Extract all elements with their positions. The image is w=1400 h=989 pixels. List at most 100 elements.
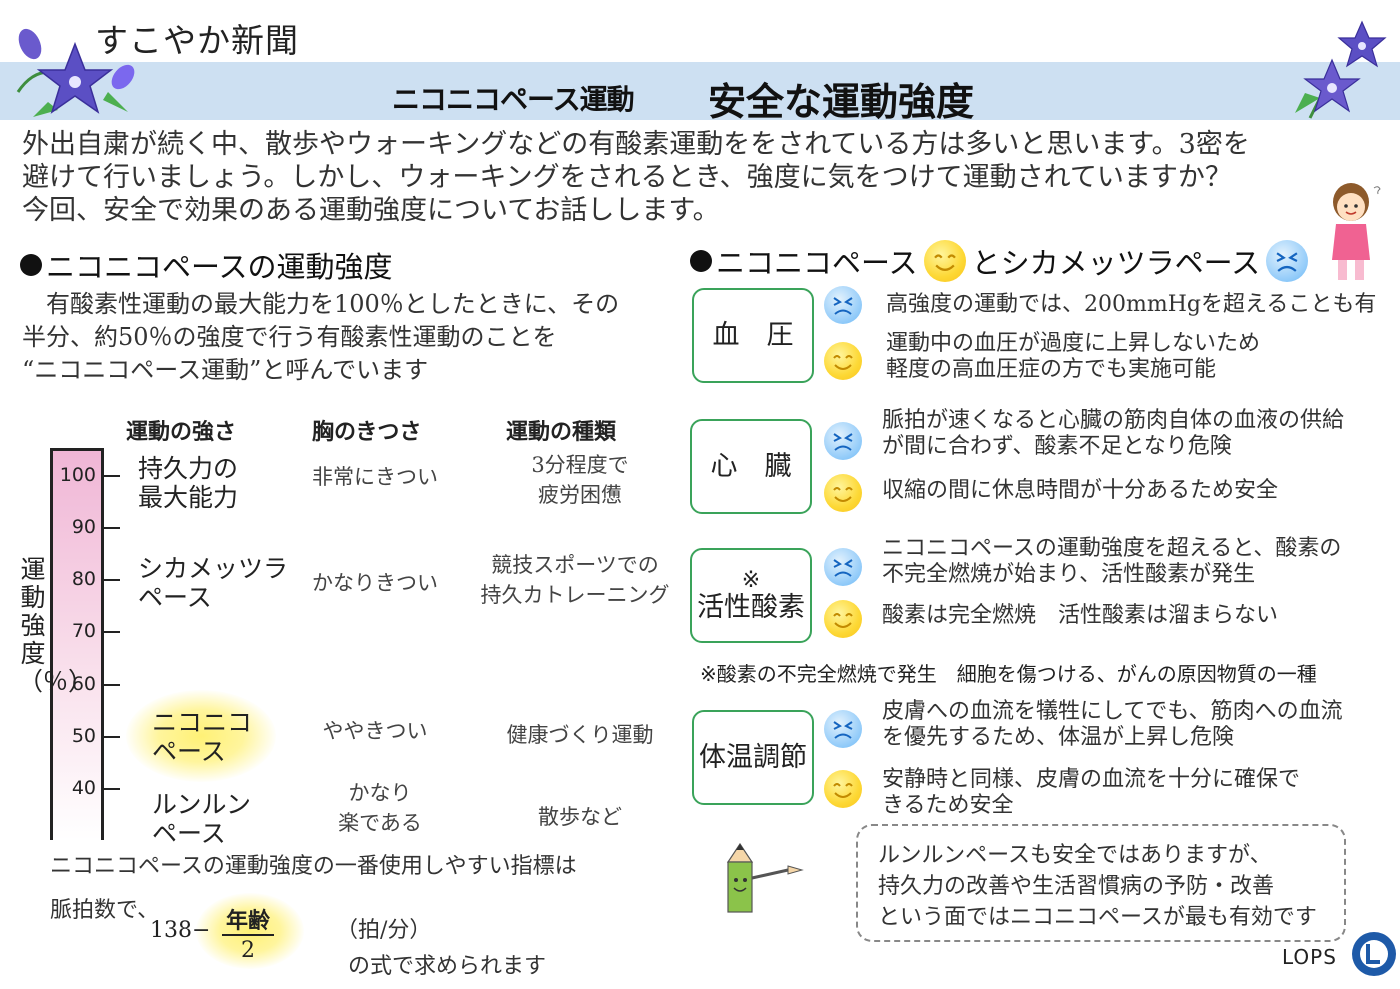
exercise-line: 健康づくり運動 bbox=[506, 723, 654, 747]
tick-label: 100 bbox=[59, 464, 96, 486]
smile-description: 収縮の間に休息時間が十分あるため安全 bbox=[882, 478, 1278, 504]
strain-face-icon bbox=[824, 422, 862, 460]
category-label: 心 臓 bbox=[710, 450, 792, 482]
bullet-dot bbox=[20, 254, 42, 276]
left-heading-text: ニコニコペースの運動強度 bbox=[46, 250, 393, 284]
left-description: 有酸素性運動の最大能力を100％としたときに、その 半分、約50％の強度で行う有… bbox=[22, 288, 682, 387]
exercise-cell: 競技スポーツでの 持久カトレーニング bbox=[470, 550, 680, 610]
exercise-cell: 3分程度で 疲労困憊 bbox=[480, 450, 680, 510]
description-line: 収縮の間に休息時間が十分あるため安全 bbox=[882, 478, 1279, 503]
exercise-cell: 健康づくり運動 bbox=[480, 720, 680, 750]
tick-label: 90 bbox=[71, 516, 96, 538]
strain-face-icon bbox=[824, 548, 862, 586]
category-label-mark: ※ bbox=[741, 567, 761, 593]
strain-description: 脈拍が速くなると心臓の筋肉自体の血液の供給 が間に合わず、酸素不足となり危険 bbox=[882, 408, 1344, 460]
column-header-pace: 運動の強さ bbox=[126, 420, 237, 445]
description-line: 酸素は完全燃焼 活性酸素は溜まらない bbox=[882, 603, 1279, 628]
y-axis-label: 運動強度（％） bbox=[18, 555, 93, 696]
category-label: 血 圧 bbox=[712, 319, 794, 351]
left-description-line: 半分、約50％の強度で行う有酸素性運動のことを bbox=[22, 323, 557, 351]
tick-label: 50 bbox=[71, 725, 96, 747]
tick-mark bbox=[104, 684, 120, 686]
pace-label-line: 持久力の bbox=[138, 454, 239, 483]
pace-label-line: ルンルン bbox=[152, 790, 252, 819]
pace-label-line: 最大能力 bbox=[138, 483, 239, 512]
column-header-exercise: 運動の種類 bbox=[506, 420, 617, 445]
formula-fraction-line bbox=[222, 934, 274, 936]
tick-mark bbox=[104, 475, 120, 477]
description-line: が間に合わず、酸素不足となり危険 bbox=[882, 434, 1232, 459]
feeling-cell: かなり 楽である bbox=[305, 778, 455, 838]
right-heading-a: ニコニコペース bbox=[716, 246, 918, 280]
category-box-active-oxygen: ※ 活性酸素 bbox=[690, 548, 812, 643]
lops-logo-icon bbox=[1352, 932, 1396, 976]
tick-label: 60 bbox=[71, 673, 96, 695]
formula-intro: ニコニコペースの運動強度の一番使用しやすい指標は bbox=[50, 854, 577, 879]
smile-face-icon bbox=[824, 600, 862, 638]
description-line: を優先するため、体温が上昇し危険 bbox=[882, 725, 1235, 750]
page-title: 安全な運動強度 bbox=[708, 80, 975, 124]
note-line: ルンルンペースも安全ではありますが、 bbox=[878, 843, 1272, 868]
description-line: 運動中の血圧が過度に上昇しないため bbox=[886, 331, 1261, 356]
tick-label: 80 bbox=[71, 568, 96, 590]
smile-description: 酸素は完全燃焼 活性酸素は溜まらない bbox=[882, 603, 1278, 629]
description-line: ニコニコペースの運動強度を超えると、酸素の bbox=[882, 536, 1342, 561]
newspaper-name: すこやか新聞 bbox=[95, 21, 299, 60]
description-line: 皮膚への血流を犠牲にしてでも、筋肉への血流 bbox=[882, 699, 1343, 724]
left-description-line: 有酸素性運動の最大能力を100％としたときに、その bbox=[22, 290, 620, 318]
formula-denominator: 2 bbox=[241, 938, 255, 963]
smile-description: 運動中の血圧が過度に上昇しないため 軽度の高血圧症の方でも実施可能 bbox=[886, 331, 1260, 383]
feeling-line: ややきつい bbox=[322, 719, 428, 743]
description-line: 軽度の高血圧症の方でも実施可能 bbox=[886, 357, 1217, 382]
smile-face-icon bbox=[824, 770, 862, 808]
description-line: 安静時と同様、皮膚の血流を十分に確保で bbox=[882, 767, 1301, 792]
smile-face-icon bbox=[824, 474, 862, 512]
left-section-heading: ニコニコペースの運動強度 bbox=[20, 244, 393, 286]
description-line: きるため安全 bbox=[882, 793, 1014, 818]
pace-label-line: ペース bbox=[152, 819, 226, 848]
brand-text: LOPS bbox=[1282, 945, 1337, 969]
exercise-cell: 散歩など bbox=[480, 802, 680, 832]
strain-face-icon bbox=[1266, 240, 1309, 282]
column-header-feeling: 胸のきつさ bbox=[312, 420, 422, 445]
smile-face-icon bbox=[923, 240, 966, 282]
bellflower-icon bbox=[1295, 20, 1387, 119]
description-line: 脈拍が速くなると心臓の筋肉自体の血液の供給 bbox=[882, 408, 1345, 433]
pencil-mascot-illustration bbox=[726, 842, 804, 913]
right-heading-b: とシカメッツラペース bbox=[971, 246, 1261, 280]
note-bubble: ルンルンペースも安全ではありますが、 持久力の改善や生活習慣病の予防・改善 とい… bbox=[856, 824, 1346, 942]
category-label: 活性酸素 bbox=[697, 591, 805, 623]
nikoniko-highlight bbox=[126, 690, 276, 782]
category-box-thermoregulation: 体温調節 bbox=[692, 710, 814, 805]
intensity-bar bbox=[50, 448, 104, 840]
strain-face-icon bbox=[824, 286, 862, 324]
formula-constant: 138− bbox=[150, 918, 211, 943]
woman-walking-illustration bbox=[1332, 183, 1381, 280]
strain-face-icon bbox=[824, 710, 862, 748]
intro-paragraph: 外出自粛が続く中、散歩やウォーキングなどの有酸素運動ををされている方は多いと思い… bbox=[22, 128, 1392, 227]
tick-mark bbox=[104, 631, 120, 633]
bellflower-icon bbox=[16, 28, 135, 117]
tick-mark bbox=[104, 527, 120, 529]
formula-numerator: 年齢 bbox=[225, 909, 270, 934]
exercise-line: 持久カトレーニング bbox=[480, 583, 670, 607]
tick-label: 40 bbox=[71, 777, 96, 799]
title-band bbox=[0, 62, 1400, 120]
note-line: 持久力の改善や生活習慣病の予防・改善 bbox=[878, 874, 1275, 899]
feeling-line: かなり bbox=[348, 781, 412, 805]
category-box-blood-pressure: 血 圧 bbox=[692, 288, 814, 383]
feeling-line: かなりきつい bbox=[312, 571, 438, 595]
category-box-heart: 心 臓 bbox=[690, 419, 812, 514]
intro-line: 外出自粛が続く中、散歩やウォーキングなどの有酸素運動ををされている方は多いと思い… bbox=[22, 129, 1250, 160]
feeling-cell: 非常にきつい bbox=[300, 462, 450, 492]
description-line: 不完全燃焼が始まり、活性酸素が発生 bbox=[882, 562, 1256, 587]
exercise-line: 疲労困憊 bbox=[538, 483, 622, 507]
description-line: 高強度の運動では、200mmHgを超えることも有 bbox=[886, 292, 1377, 317]
tick-mark bbox=[104, 736, 120, 738]
footnote: ※酸素の不完全燃焼で発生 細胞を傷つける、がんの原因物質の一種 bbox=[700, 662, 1317, 686]
tick-label: 70 bbox=[71, 620, 96, 642]
feeling-cell: ややきつい bbox=[300, 716, 450, 746]
pace-label-line: ペース bbox=[152, 737, 226, 766]
pace-label-line: ニコニコ bbox=[152, 708, 253, 737]
tick-mark bbox=[104, 788, 120, 790]
